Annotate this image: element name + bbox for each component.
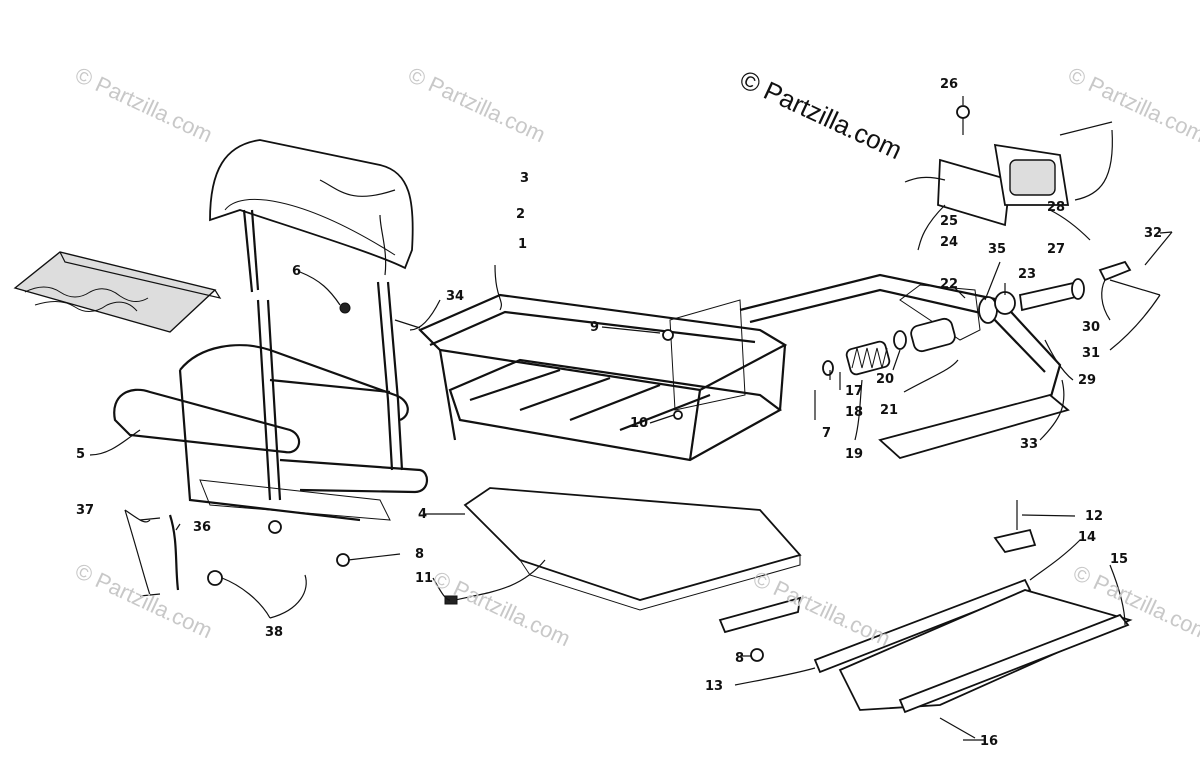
- callout-29: 29: [1078, 373, 1096, 388]
- callout-34: 34: [446, 289, 464, 304]
- callout-19: 19: [845, 447, 863, 462]
- hitch-frame: [739, 273, 1070, 460]
- deflector-assembly: [813, 500, 1133, 739]
- callout-16: 16: [980, 734, 998, 749]
- tail-light: [904, 105, 1113, 227]
- callout-14: 14: [1078, 530, 1096, 545]
- callout-13: 13: [705, 679, 723, 694]
- seat-frame: [113, 281, 428, 522]
- callout-36: 36: [193, 520, 211, 535]
- callout-23: 23: [1018, 267, 1036, 282]
- callout-38: 38: [265, 625, 283, 640]
- callout-12: 12: [1085, 509, 1103, 524]
- rack: [418, 293, 788, 462]
- callout-26: 26: [940, 77, 958, 92]
- callout-32: 32: [1144, 226, 1162, 241]
- callout-17: 17: [845, 384, 863, 399]
- callout-37: 37: [76, 503, 94, 518]
- callout-31: 31: [1082, 346, 1100, 361]
- backrest: [209, 139, 414, 293]
- seat-cushion: [13, 251, 222, 333]
- callout-6: 6: [292, 264, 301, 279]
- callout-labels: 1 2 3 4 5 6 7 8 8 9 10 11 12 13 14 15 16…: [76, 77, 1162, 749]
- callout-1: 1: [518, 237, 527, 252]
- callout-3: 3: [520, 171, 529, 186]
- callout-28: 28: [1047, 200, 1065, 215]
- callout-10: 10: [630, 416, 648, 431]
- callout-8-seat: 8: [415, 547, 424, 562]
- callout-2: 2: [516, 207, 525, 222]
- spring-assembly: [822, 231, 1173, 376]
- callout-22: 22: [940, 277, 958, 292]
- callout-18: 18: [845, 405, 863, 420]
- callout-35: 35: [988, 242, 1006, 257]
- callout-21: 21: [880, 403, 898, 418]
- callout-33: 33: [1020, 437, 1038, 452]
- callout-5: 5: [76, 447, 85, 462]
- small-parts: [139, 302, 816, 662]
- base-plate: [463, 487, 802, 611]
- callout-7: 7: [822, 426, 831, 441]
- callout-24: 24: [940, 235, 958, 250]
- callout-25: 25: [940, 214, 958, 229]
- callout-30: 30: [1082, 320, 1100, 335]
- callout-27: 27: [1047, 242, 1065, 257]
- callout-11: 11: [415, 571, 433, 586]
- callout-15: 15: [1110, 552, 1128, 567]
- leader-lines: [89, 96, 1173, 741]
- callout-8-bracket: 8: [735, 651, 744, 666]
- callout-4: 4: [418, 507, 427, 522]
- callout-20: 20: [876, 372, 894, 387]
- callout-9: 9: [590, 320, 599, 335]
